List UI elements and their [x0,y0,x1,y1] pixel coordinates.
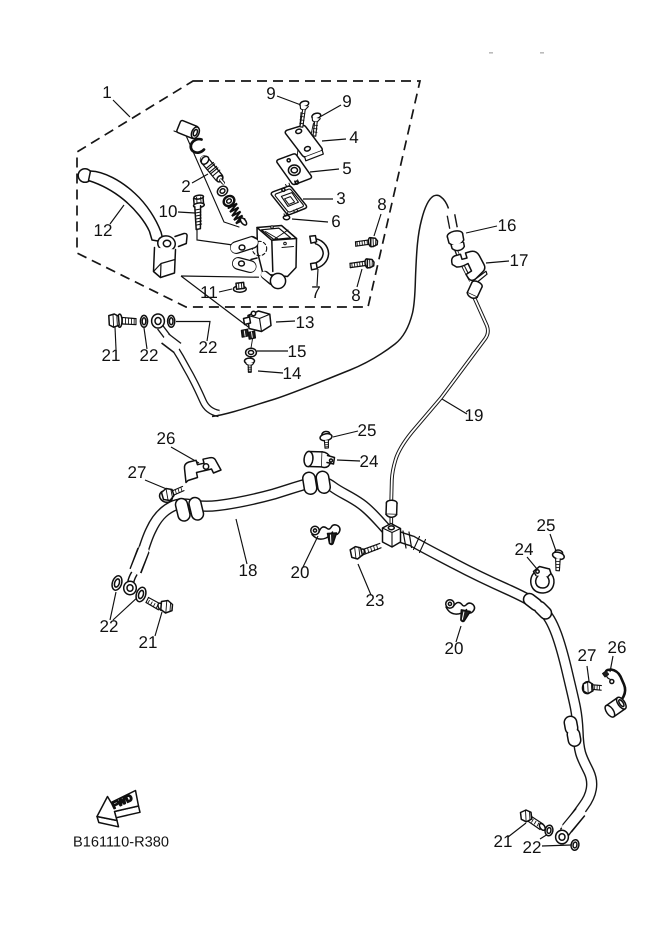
svg-text:21: 21 [102,346,121,365]
svg-text:21: 21 [494,832,513,851]
svg-text:23: 23 [366,591,385,610]
svg-text:10: 10 [159,202,178,221]
svg-text:22: 22 [523,838,542,857]
svg-text:12: 12 [94,221,113,240]
svg-text:26: 26 [157,429,176,448]
svg-text:20: 20 [291,563,310,582]
svg-text:9: 9 [266,84,275,103]
svg-text:22: 22 [199,338,218,357]
svg-text:26: 26 [608,638,627,657]
svg-text:1: 1 [102,83,111,102]
svg-text:7: 7 [311,283,320,302]
svg-text:8: 8 [351,286,360,305]
svg-text:22: 22 [100,617,119,636]
svg-text:4: 4 [349,128,358,147]
svg-text:27: 27 [578,646,597,665]
svg-text:B161110-R380: B161110-R380 [73,835,169,851]
svg-text:27: 27 [128,463,147,482]
svg-text:13: 13 [296,313,315,332]
svg-text:20: 20 [445,639,464,658]
svg-text:18: 18 [239,561,258,580]
svg-text:16: 16 [498,216,517,235]
svg-text:9: 9 [342,92,351,111]
svg-text:14: 14 [283,364,302,383]
svg-text:24: 24 [360,452,379,471]
svg-text:6: 6 [331,212,340,231]
svg-text:3: 3 [336,189,345,208]
svg-text:21: 21 [139,633,158,652]
svg-text:11: 11 [200,283,218,302]
svg-text:2: 2 [181,177,190,196]
svg-text:22: 22 [140,346,159,365]
svg-text:24: 24 [515,540,534,559]
svg-text:5: 5 [342,159,351,178]
svg-text:8: 8 [377,195,386,214]
svg-text:17: 17 [510,251,529,270]
svg-text:15: 15 [288,342,307,361]
svg-text:25: 25 [537,516,556,535]
svg-text:19: 19 [465,406,484,425]
svg-text:25: 25 [358,421,377,440]
